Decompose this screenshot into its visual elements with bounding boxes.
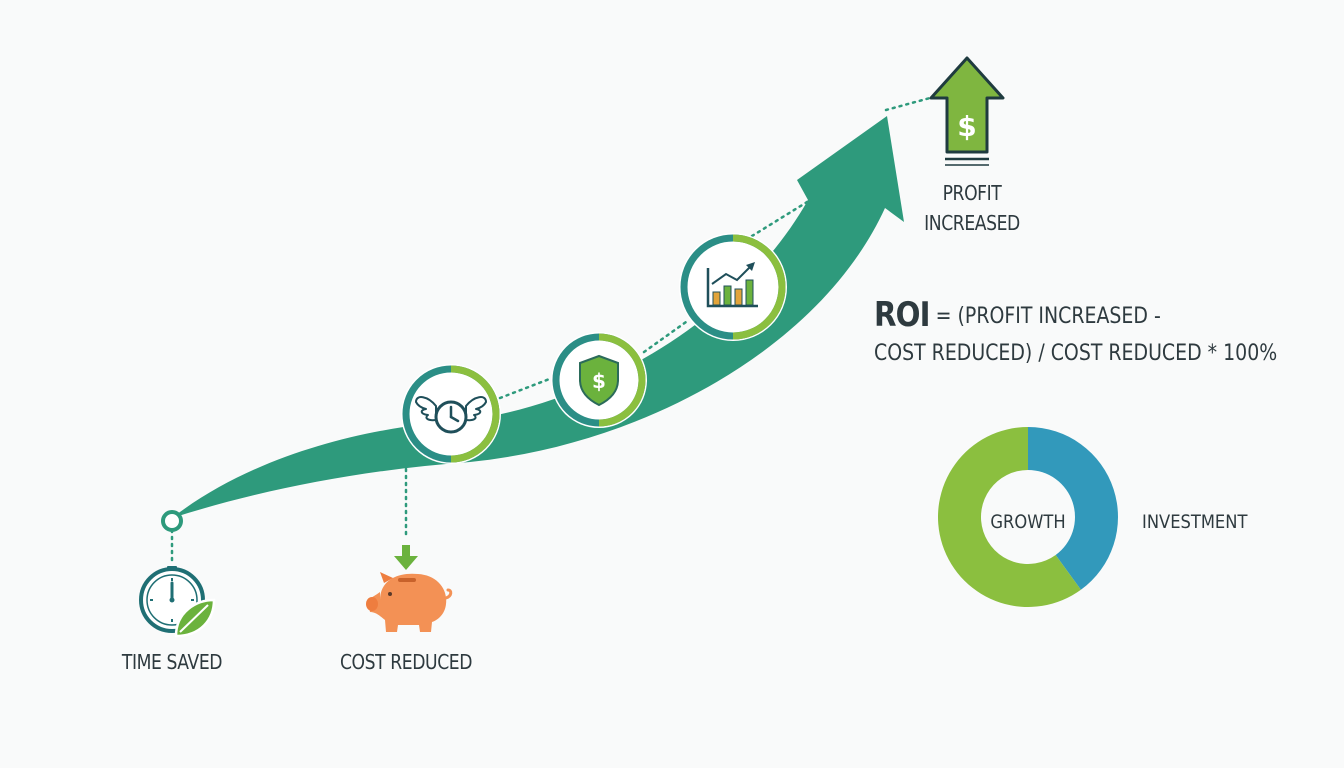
dotted-connectors [170, 96, 932, 562]
roi-keyword: ROI [874, 295, 931, 335]
formula-line1: = (PROFIT INCREASED - [929, 304, 1161, 329]
security-node: $ [551, 332, 647, 428]
donut-center-label: GROWTH [990, 512, 1065, 533]
profit-label-line1: PROFIT [942, 181, 1002, 205]
donut-segment-investment [1028, 427, 1118, 590]
profit-increased-label: PROFIT INCREASED [912, 178, 1032, 238]
profit-label-line2: INCREASED [924, 211, 1020, 235]
shield-dollar-icon: $ [579, 354, 619, 407]
profit-up-arrow-icon: $ [929, 56, 1005, 166]
shield-dollar-symbol: $ [592, 369, 606, 393]
formula-line2: COST REDUCED) / COST REDUCED * 100% [874, 341, 1278, 366]
donut-side-label: INVESTMENT [1142, 512, 1248, 533]
cost-reduced-label: COST REDUCED [339, 650, 473, 674]
growth-arrow [172, 116, 904, 518]
profit-dollar-symbol: $ [957, 110, 976, 143]
stopwatch-leaf-icon [139, 566, 216, 638]
growth-investment-donut [937, 427, 1118, 607]
start-point [161, 510, 183, 532]
winged-clock-icon [415, 396, 487, 434]
roi-formula: ROI = (PROFIT INCREASED - COST REDUCED) … [874, 295, 1278, 372]
donut-segment-growth [937, 427, 1081, 607]
growth-chart-node [679, 233, 787, 341]
time-saved-label: TIME SAVED [121, 650, 223, 674]
bar-chart-icon [706, 262, 758, 308]
piggy-bank-icon [366, 545, 453, 632]
time-node [401, 364, 501, 464]
